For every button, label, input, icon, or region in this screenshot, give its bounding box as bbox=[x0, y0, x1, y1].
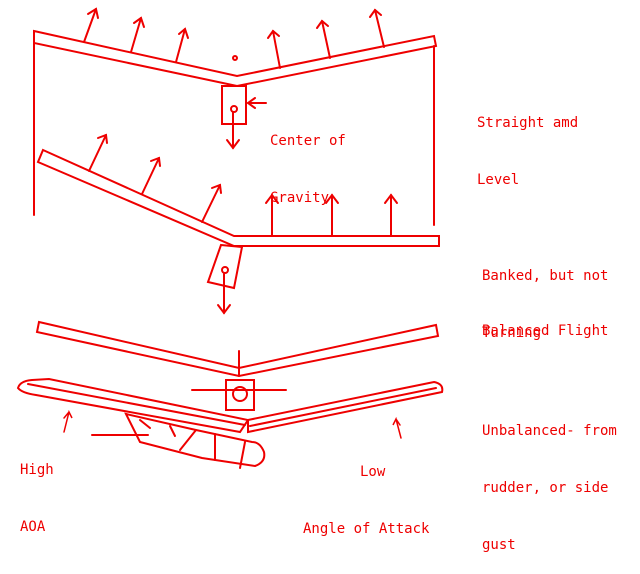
label-high-aoa: High AOA bbox=[20, 423, 54, 556]
label-unbalanced-line2: rudder, or side bbox=[482, 480, 609, 496]
label-straight-level-line2: Level bbox=[477, 172, 520, 188]
unbalanced-tail-box bbox=[225, 379, 255, 411]
straight-level-lift-arrows bbox=[83, 7, 385, 69]
straight-level-top-dot bbox=[232, 55, 238, 61]
label-low-aoa-line2: Angle of Attack bbox=[303, 521, 430, 537]
label-banked: Banked, but not Turning bbox=[482, 229, 608, 362]
balanced-wing bbox=[35, 320, 440, 378]
label-unbalanced-line3: gust bbox=[482, 537, 516, 553]
unbalanced-tail-circle bbox=[232, 386, 248, 402]
label-straight-level-line1: Straight amd bbox=[477, 115, 579, 131]
label-low-aoa-line1: Low bbox=[360, 464, 386, 480]
unbalanced-glider bbox=[16, 377, 444, 469]
label-unbalanced-line1: Unbalanced- from bbox=[482, 423, 617, 439]
low-aoa-pointer bbox=[392, 416, 402, 439]
straight-level-cg-marker bbox=[230, 105, 238, 113]
label-straight-level: Straight amd Level bbox=[477, 76, 578, 209]
label-cg-line2: Gravity bbox=[270, 190, 330, 206]
banked-glider bbox=[36, 133, 440, 315]
cg-pointer-arrow bbox=[246, 97, 267, 109]
label-unbalanced: Unbalanced- from rudder, or side gust bbox=[482, 384, 617, 574]
banked-cg-marker bbox=[221, 266, 229, 274]
straight-level-gravity-arrow bbox=[226, 111, 240, 150]
unbalanced-right-wing bbox=[247, 380, 444, 434]
label-high-aoa-line2: AOA bbox=[20, 519, 46, 535]
label-high-aoa-line1: High bbox=[20, 462, 54, 478]
label-balanced-flight: Balanced Flight bbox=[482, 323, 609, 339]
banked-fuselage bbox=[206, 243, 244, 290]
label-banked-line1: Banked, but not bbox=[482, 268, 609, 284]
balanced-glider bbox=[35, 320, 440, 378]
wing-lift-diagram bbox=[16, 7, 444, 469]
banked-gravity-arrow bbox=[217, 273, 231, 315]
high-aoa-pointer bbox=[63, 409, 73, 433]
banked-wing bbox=[36, 148, 440, 247]
straight-level-wing bbox=[33, 29, 438, 88]
straight-level-glider bbox=[33, 7, 438, 226]
banked-lift-arrows bbox=[88, 133, 398, 237]
label-low-aoa: Low Angle of Attack bbox=[303, 425, 429, 558]
unbalanced-fuselage-pod bbox=[124, 412, 266, 468]
unbalanced-left-wing bbox=[16, 377, 250, 434]
label-banked-line2: Turning bbox=[482, 325, 542, 341]
label-cg-line1: Center of bbox=[270, 133, 346, 149]
label-center-of-gravity: Center of Gravity bbox=[270, 94, 346, 227]
